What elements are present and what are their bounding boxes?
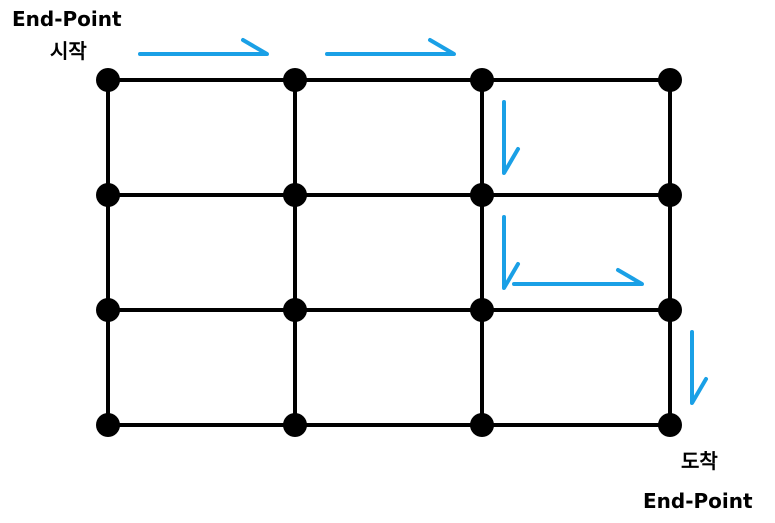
grid-node <box>96 413 120 437</box>
end-label-korean: 도착 <box>681 449 718 473</box>
start-label-korean: 시작 <box>50 39 87 63</box>
grid-node <box>283 68 307 92</box>
grid-edges <box>106 78 672 427</box>
grid-node <box>658 413 682 437</box>
grid-node <box>283 298 307 322</box>
grid-node <box>470 298 494 322</box>
path-arrows <box>138 38 708 405</box>
grid-node <box>470 68 494 92</box>
start-label-english: End-Point <box>12 7 122 31</box>
grid-node <box>96 298 120 322</box>
grid-node <box>96 183 120 207</box>
arrow-right-icon <box>512 268 644 286</box>
arrow-down-icon <box>690 330 708 405</box>
grid-node <box>96 68 120 92</box>
grid-node <box>470 183 494 207</box>
arrow-down-icon <box>502 100 520 175</box>
grid-node <box>283 183 307 207</box>
grid-node <box>283 413 307 437</box>
arrow-down-icon <box>502 215 520 290</box>
end-label-english: End-Point <box>643 489 753 513</box>
grid-node <box>470 413 494 437</box>
grid-node <box>658 68 682 92</box>
arrow-right-icon <box>138 38 269 56</box>
grid-node <box>658 183 682 207</box>
grid-nodes <box>96 68 682 437</box>
arrow-right-icon <box>325 38 456 56</box>
grid-node <box>658 298 682 322</box>
